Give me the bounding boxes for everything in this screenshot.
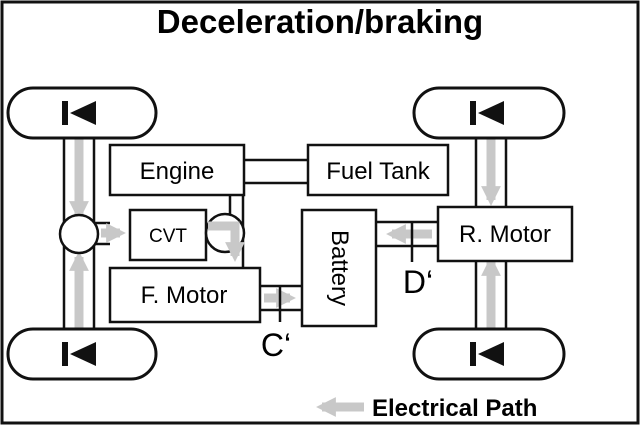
- legend: Electrical Path: [316, 395, 537, 422]
- rear-motor-box: R. Motor: [436, 205, 574, 263]
- front-motor-label: F. Motor: [141, 282, 228, 309]
- fuel-tank-box: Fuel Tank: [306, 143, 450, 197]
- wheel-rear-top: [412, 86, 566, 140]
- marker-d-prime-label: D‘: [403, 264, 433, 300]
- engine-label: Engine: [140, 158, 215, 185]
- marker-d-prime: D‘: [403, 222, 433, 300]
- wheel-front-bottom: [6, 327, 158, 381]
- fuel-tank-label: Fuel Tank: [326, 158, 431, 185]
- marker-c-prime: C‘: [261, 286, 291, 363]
- wheel-symbol-icon: [470, 101, 504, 125]
- battery-label: Battery: [326, 230, 353, 306]
- engine-box: Engine: [108, 143, 246, 197]
- legend-label: Electrical Path: [372, 395, 537, 422]
- battery-box: Battery: [300, 208, 378, 328]
- front-motor-box: F. Motor: [108, 266, 262, 324]
- cvt-box: CVT: [128, 208, 208, 262]
- cvt-label: CVT: [149, 226, 187, 247]
- diagram-title: Deceleration/braking: [157, 3, 483, 40]
- front-gear-circle: [58, 213, 100, 255]
- marker-c-prime-label: C‘: [261, 327, 291, 363]
- wheel-symbol-icon: [62, 101, 96, 125]
- wheel-front-top: [6, 86, 158, 140]
- wheel-symbol-icon: [470, 342, 504, 366]
- wheel-rear-bottom: [412, 327, 566, 381]
- rear-motor-label: R. Motor: [459, 221, 551, 248]
- wheel-symbol-icon: [62, 342, 96, 366]
